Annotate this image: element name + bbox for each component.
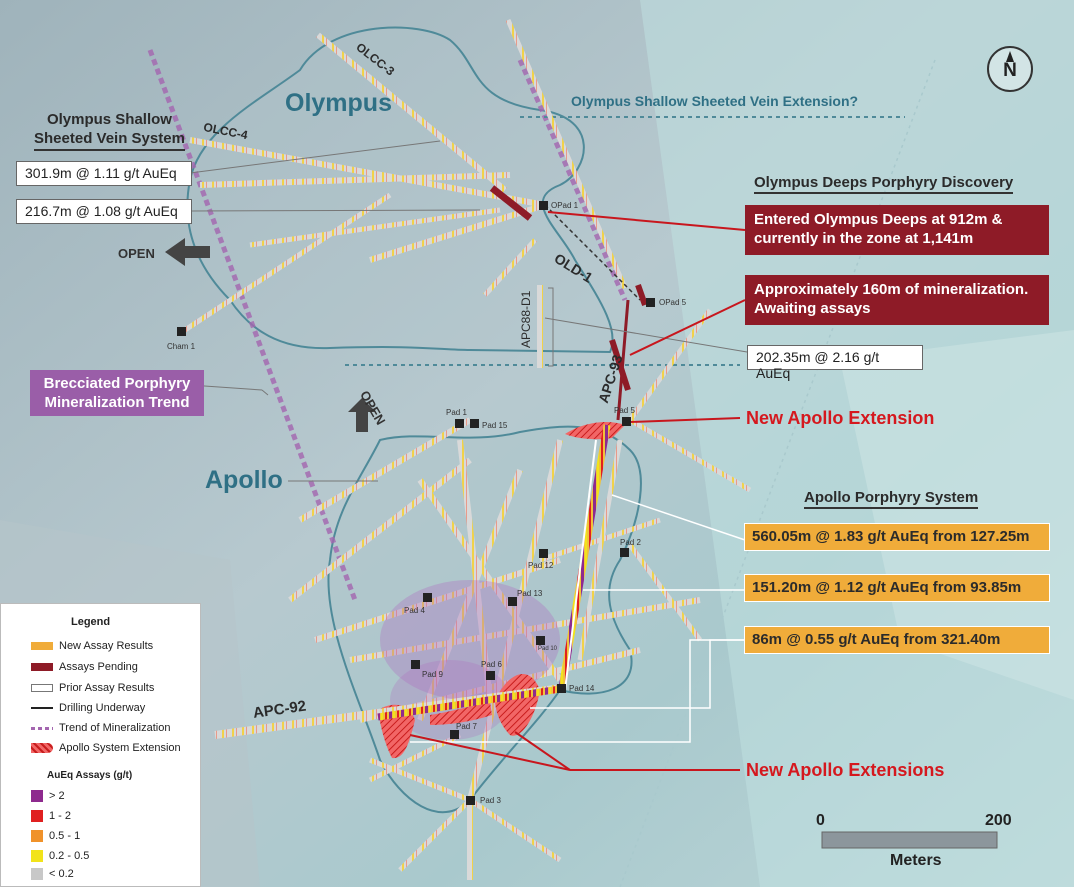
callout-brecciated-trend: Brecciated Porphyry Mineralization Trend [30,370,204,416]
drill-label-apc88: APC88-D1 [519,290,533,348]
scale-unit: Meters [890,852,942,869]
legend-label: Trend of Mineralization [59,722,171,734]
pad-label-pad1: Pad 1 [446,408,467,417]
intercept-box-1: 301.9m @ 1.11 g/t AuEq [16,161,192,186]
trend-line-west [147,49,358,601]
open-arrow-west-icon [165,238,210,266]
header-olympus-shallow: Olympus Shallow Sheeted Vein System [34,110,185,151]
legend-swatch-new-assay [31,642,53,650]
pad-label-pad2: Pad 2 [620,538,641,547]
legend-swatch-trend [31,726,53,730]
pad-label-pad5: Pad 5 [614,406,635,415]
scale-min: 0 [816,812,825,829]
legend-assay-bin: 0.5 - 1 [31,830,80,842]
pad-label-pad3: Pad 3 [480,796,501,805]
intercept-box-3: 202.35m @ 2.16 g/t AuEq [747,345,923,381]
new-assay-apc93 [558,424,611,689]
legend-label: Prior Assay Results [59,682,155,694]
leader-lines [189,140,748,482]
pad-label-pad15: Pad 15 [482,421,508,430]
pad-label-pad9: Pad 9 [422,670,443,679]
red-arrows [409,211,746,771]
north-arrow-icon: N [987,46,1033,92]
apollo-result-2: 151.20m @ 1.12 g/t AuEq from 93.85m [744,574,1050,602]
apollo-result-1: 560.05m @ 1.83 g/t AuEq from 127.25m [744,523,1050,551]
pad-label-pad10: Pad 10 [538,646,558,652]
pad-label-pad14: Pad 14 [569,684,595,693]
pad-label-pad12: Pad 12 [528,561,554,570]
pad-label-cham1: Cham 1 [167,342,196,351]
legend-assay-label: 0.5 - 1 [49,830,81,842]
legend-assay-label: < 0.2 [49,868,74,880]
legend-swatch-prior [31,684,53,692]
open-label-west: OPEN [118,246,155,261]
legend-assay-swatch [31,830,43,842]
header-apollo-porphyry: Apollo Porphyry System [804,489,979,509]
legend-swatch-drilling [31,707,53,709]
legend-assay-label: > 2 [49,790,65,802]
pending-apc93 [609,339,631,391]
scale-max: 200 [985,812,1012,829]
scale-bar [821,831,998,849]
pad-label-opad1: OPad 1 [551,201,579,210]
intercept-box-2: 216.7m @ 1.08 g/t AuEq [16,199,192,224]
legend-assay-swatch [31,850,43,862]
pad-label-pad7: Pad 7 [456,722,477,731]
apollo-result-3: 86m @ 0.55 g/t AuEq from 321.40m [744,626,1050,654]
pad-label-opad5: OPad 5 [659,298,687,307]
legend-assay-bin: 0.2 - 0.5 [31,850,89,862]
title-new-apollo-extension: New Apollo Extension [746,408,935,428]
olympus-drill-traces [183,18,641,368]
legend-assay-bin: > 2 [31,790,65,802]
legend-assay-bin: 1 - 2 [31,810,71,822]
legend-item-new-assay: New Assay Results [31,640,153,652]
legend-assay-title: AuEq Assays (g/t) [47,770,133,781]
region-label-olympus: Olympus [285,89,392,117]
mineralization-cloud [380,580,560,700]
prior-assay-outline [564,439,597,691]
legend-item-drilling: Drilling Underway [31,702,145,714]
pad-markers [177,201,655,805]
legend-panel: Legend New Assay Results Assays Pending … [0,603,201,887]
title-new-apollo-extensions: New Apollo Extensions [746,760,945,780]
legend-label: Apollo System Extension [59,742,181,754]
white-leaders [410,494,746,743]
region-label-apollo: Apollo [205,466,283,494]
legend-item-pending: Assays Pending [31,661,138,673]
legend-swatch-pending [31,663,53,671]
fault-trace [619,59,936,887]
north-letter: N [1003,60,1017,81]
legend-title: Legend [71,616,111,628]
legend-swatch-extension [31,743,53,753]
pad-label-pad6: Pad 6 [481,660,502,669]
legend-label: New Assay Results [59,640,154,652]
new-assay-apc92-hot [377,685,561,721]
legend-label: Assays Pending [59,661,138,673]
pad-label-pad13: Pad 13 [517,589,543,598]
legend-assay-swatch [31,810,43,822]
legend-assay-bin: < 0.2 [31,868,74,880]
legend-assay-swatch [31,868,43,880]
trend-line-east [517,58,628,302]
pad-label-pad4: Pad 4 [404,606,425,615]
legend-item-prior: Prior Assay Results [31,682,154,694]
legend-item-extension: Apollo System Extension [31,742,181,754]
apollo-drill-traces [288,308,752,880]
header-olympus-extension: Olympus Shallow Sheeted Vein Extension? [571,93,859,109]
legend-assay-label: 0.2 - 0.5 [49,850,90,862]
pending-opad5 [635,284,648,306]
pending-olympus-deeps [489,185,533,221]
legend-label: Drilling Underway [59,702,146,714]
callout-approx-mineralization: Approximately 160m of mineralization. Aw… [745,275,1049,325]
header-olympus-deeps: Olympus Deeps Porphyry Discovery [754,174,1014,194]
legend-assay-label: 1 - 2 [49,810,72,822]
legend-assay-swatch [31,790,43,802]
open-arrow-north-icon [348,398,376,432]
callout-entered-olympus-deeps: Entered Olympus Deeps at 912m & currentl… [745,205,1049,255]
legend-item-trend: Trend of Mineralization [31,722,170,734]
